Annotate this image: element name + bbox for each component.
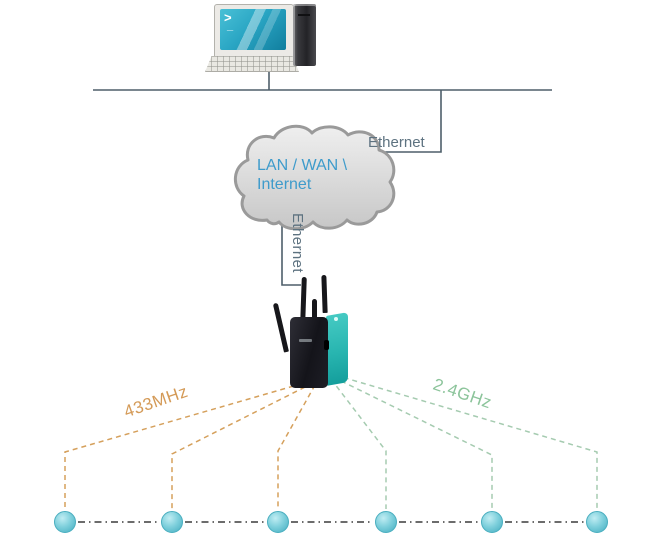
router-led xyxy=(334,317,338,321)
router-brand-mark xyxy=(299,339,312,342)
rf24-link-3 xyxy=(334,374,598,509)
router-button xyxy=(324,340,329,350)
terminal-cursor: _ xyxy=(227,20,234,32)
pc-tower-icon xyxy=(293,4,316,66)
terminal-screen xyxy=(220,9,286,50)
internet-cloud xyxy=(234,124,396,231)
sensor-node xyxy=(586,511,608,533)
sensor-node xyxy=(161,511,183,533)
cloud-label: LAN / WAN \ Internet xyxy=(257,157,347,195)
sensor-node xyxy=(267,511,289,533)
rf24-link-1 xyxy=(330,378,387,509)
cloud-label-line1: LAN / WAN \ xyxy=(257,157,348,174)
rf433-link-2 xyxy=(171,382,314,509)
router-side-panel xyxy=(326,312,348,386)
sensor-node xyxy=(54,511,76,533)
sensor-node xyxy=(375,511,397,533)
keyboard-icon xyxy=(205,56,299,72)
router-front-panel xyxy=(290,317,328,388)
ethernet-label-cloud: Ethernet xyxy=(289,213,306,273)
rf433-link-3 xyxy=(277,384,316,509)
cloud-ethernet-line xyxy=(281,220,301,286)
sensor-node xyxy=(481,511,503,533)
antenna-icon xyxy=(312,299,317,325)
cloud-label-line2: Internet xyxy=(257,175,312,193)
rf433-link-1 xyxy=(64,380,312,509)
terminal-prompt: > xyxy=(224,10,232,25)
ethernet-label-wan: Ethernet xyxy=(368,134,425,151)
